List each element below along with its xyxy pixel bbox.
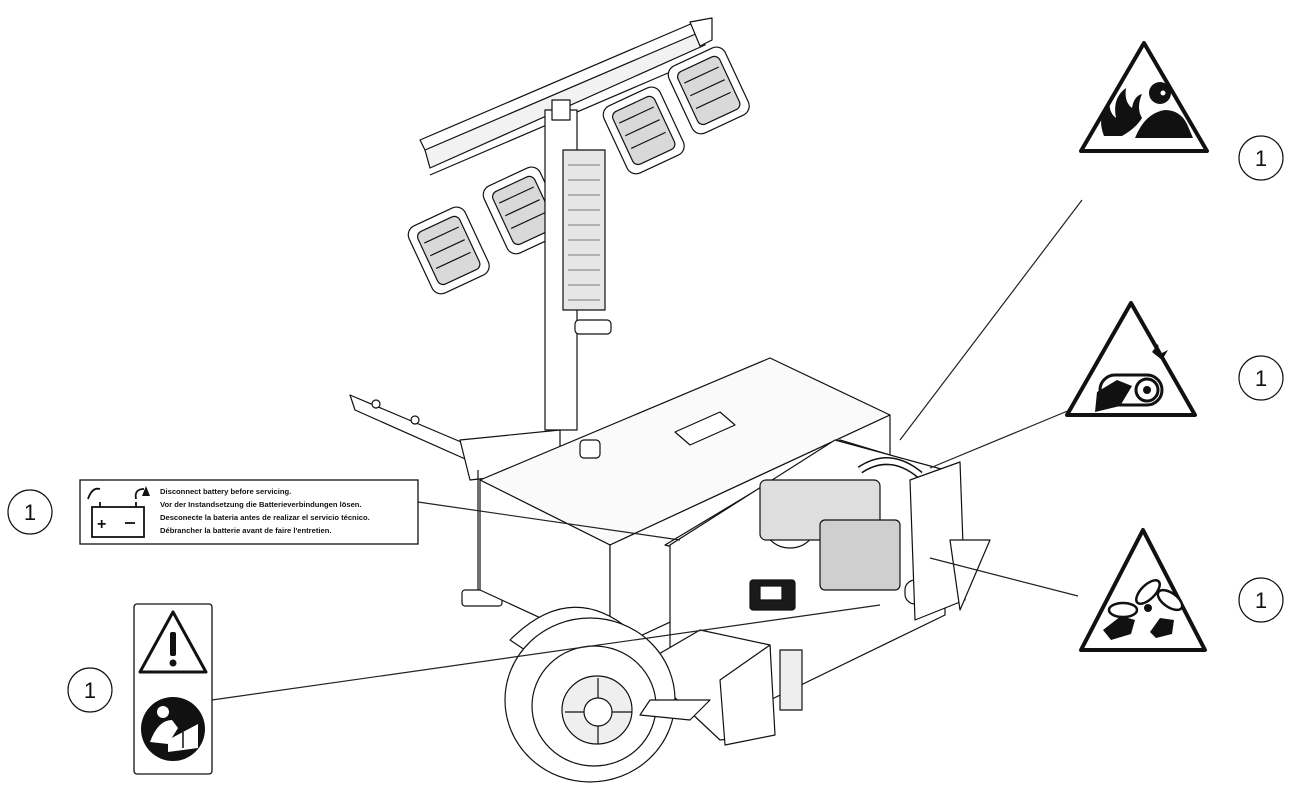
callout-hot-surface-number: 1 [1255, 146, 1267, 171]
battery-decal-line-2: Vor der Instandsetzung die Batterieverbi… [160, 500, 362, 509]
leader-belt [929, 409, 1071, 469]
leader-manual [211, 604, 881, 701]
belt-entanglement-warning-icon [1095, 344, 1168, 412]
leader-lines [211, 199, 1083, 701]
callout-fan: 1 [1238, 577, 1284, 623]
battery-decal-line-3: Desconecte la bateria antes de realizar … [160, 513, 370, 522]
battery-disconnect-decal: + Disconnect battery before servicing. V… [79, 479, 419, 545]
belt-entanglement-warning-decal [1065, 301, 1197, 417]
read-manual-decal [133, 603, 213, 775]
callout-battery-number: 1 [24, 500, 36, 525]
callout-belt-number: 1 [1255, 366, 1267, 391]
hot-surface-warning-icon [1101, 82, 1193, 138]
callout-fan-number: 1 [1255, 588, 1267, 613]
battery-disconnect-icon: + [87, 486, 150, 538]
callout-manual-number: 1 [84, 678, 96, 703]
mast [544, 99, 612, 431]
side-door [639, 629, 803, 746]
battery-decal-line-1: Disconnect battery before servicing. [160, 487, 291, 496]
callout-hot-surface: 1 [1238, 135, 1284, 181]
light-tower-trailer-illustration [349, 17, 991, 783]
callout-manual: 1 [67, 667, 113, 713]
lamp-heads [407, 46, 750, 295]
engine-compartment [669, 439, 991, 701]
fan-blade-warning-decal [1079, 528, 1207, 652]
svg-text:+: + [97, 516, 106, 533]
warning-triangle-icon [138, 610, 208, 674]
wheel-assembly [504, 606, 711, 783]
leader-battery [417, 501, 681, 541]
battery-decal-line-4: Débrancher la batterie avant de faire l'… [160, 526, 331, 535]
callout-battery: 1 [7, 489, 53, 535]
leader-hot-surface [899, 199, 1083, 441]
leader-fan [929, 557, 1079, 597]
hot-surface-warning-decal [1079, 41, 1209, 153]
callout-belt: 1 [1238, 355, 1284, 401]
warning-read-manual-icon [141, 697, 205, 761]
fan-blade-warning-icon [1103, 579, 1184, 640]
